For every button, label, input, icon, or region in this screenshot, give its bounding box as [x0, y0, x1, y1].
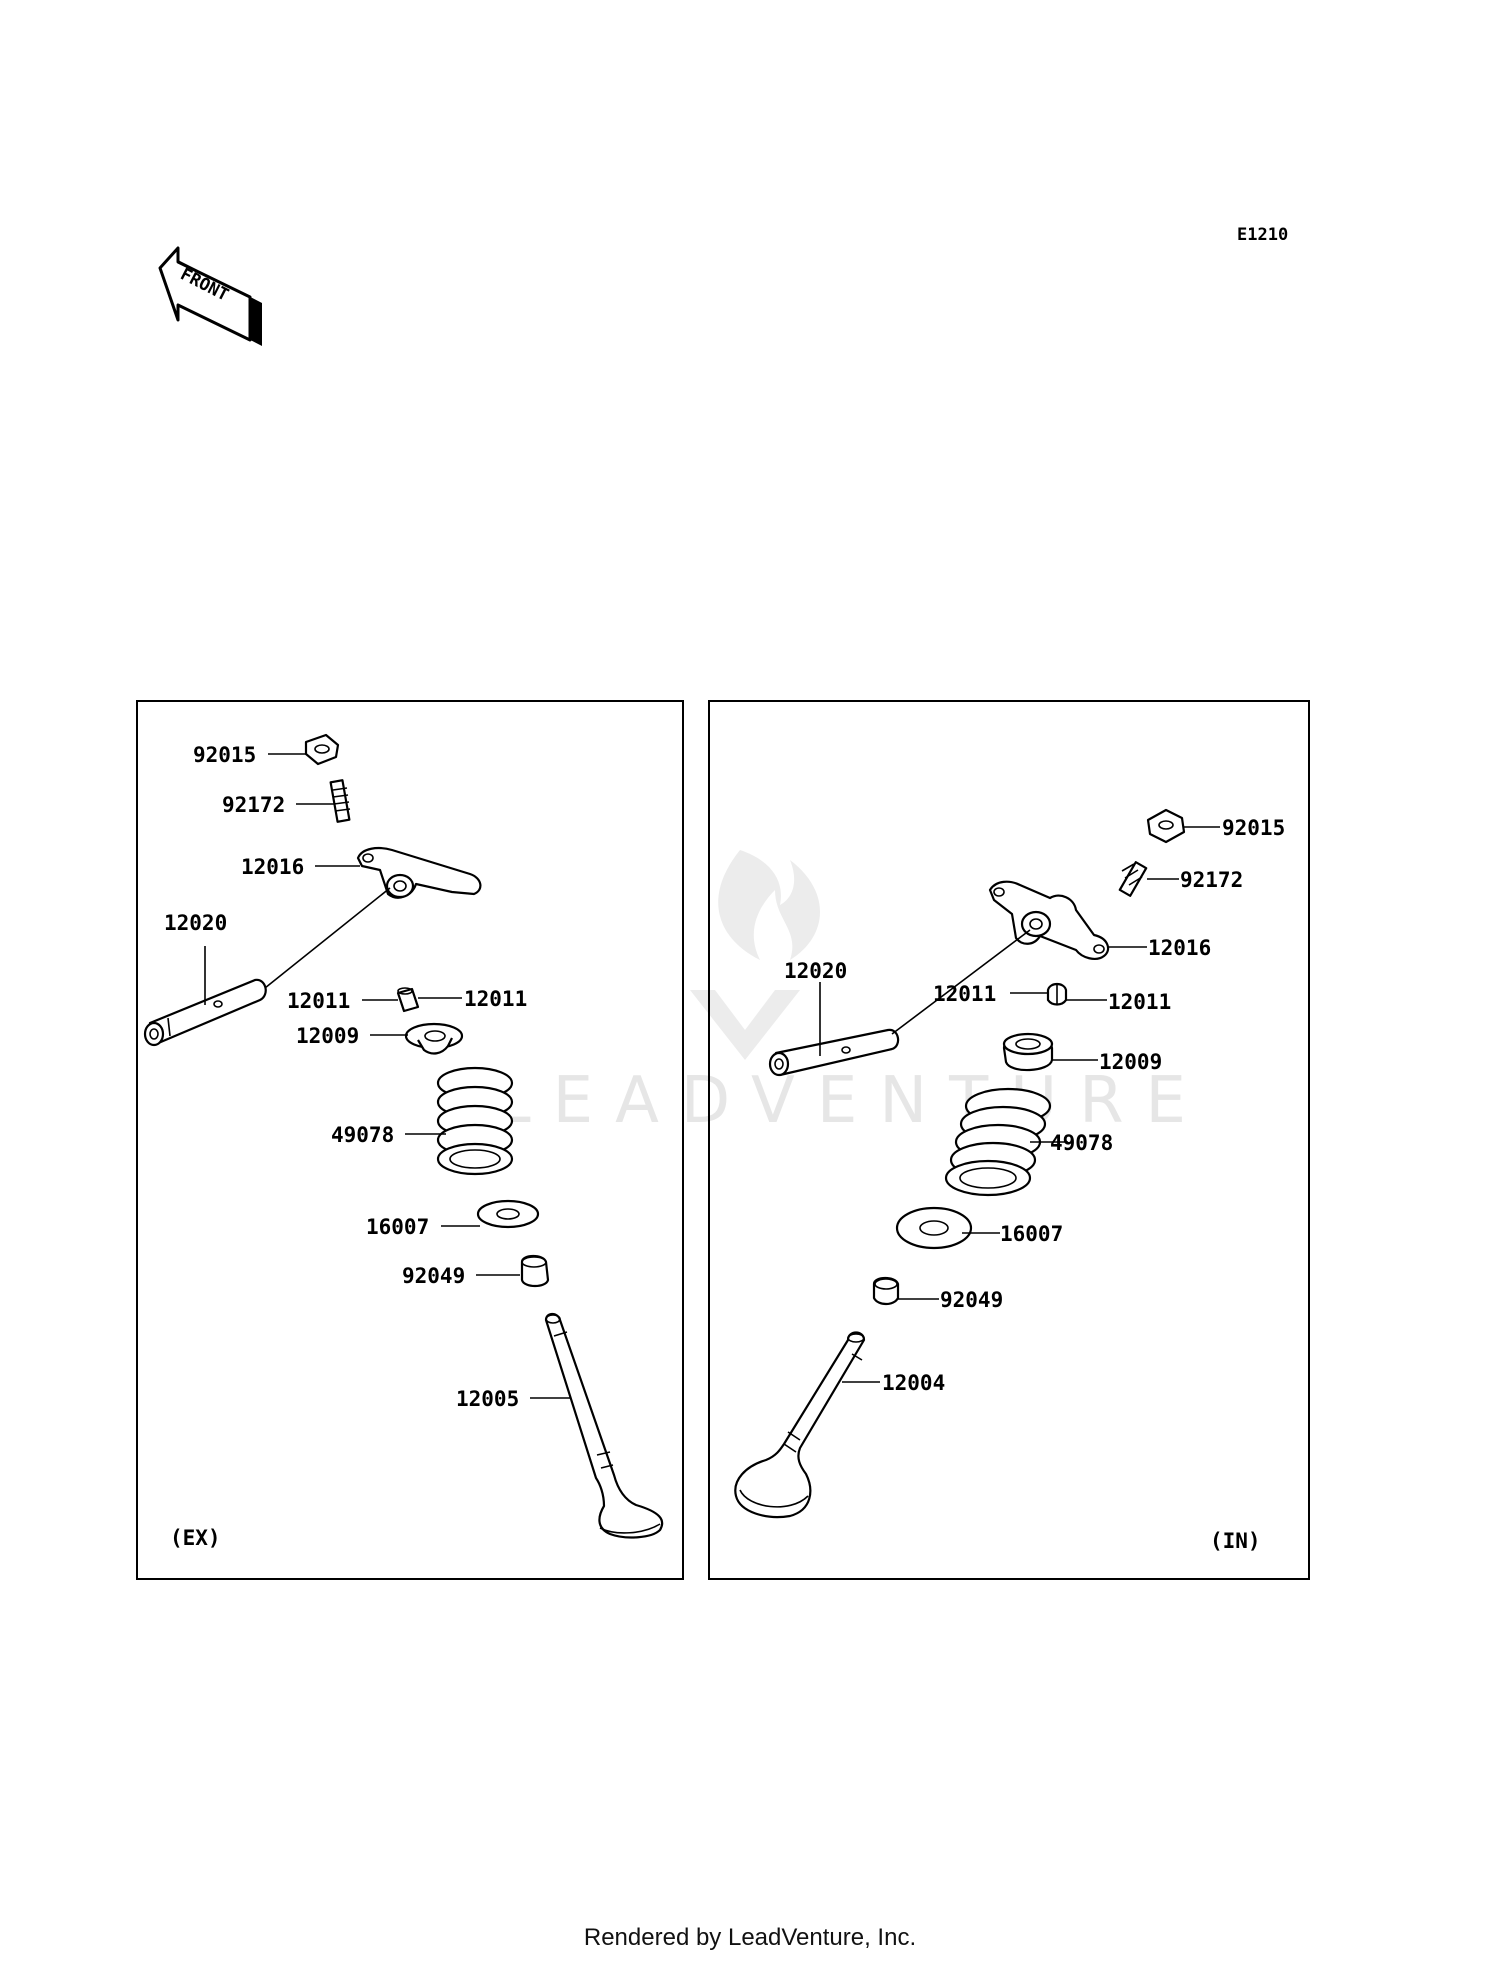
label-12011-left: 12011	[287, 989, 350, 1013]
nut-part[interactable]	[1146, 808, 1186, 844]
spring-seat-part[interactable]	[895, 1206, 973, 1250]
label-49078: 49078	[1050, 1131, 1113, 1155]
exhaust-valve-part[interactable]	[544, 1312, 664, 1539]
watermark: LEADVENTURE	[495, 850, 1208, 1138]
nut-part[interactable]	[304, 733, 340, 766]
adjust-screw-part[interactable]	[1118, 861, 1148, 897]
label-12020: 12020	[164, 911, 227, 935]
label-92049: 92049	[940, 1288, 1003, 1312]
caption-in: (IN)	[1210, 1529, 1261, 1553]
retainer-part[interactable]	[1002, 1032, 1054, 1072]
intake-valve-part[interactable]	[734, 1331, 866, 1519]
label-12009: 12009	[1099, 1050, 1162, 1074]
valve-spring-part[interactable]	[944, 1087, 1052, 1197]
spring-seat-part[interactable]	[476, 1199, 540, 1229]
label-16007: 16007	[1000, 1222, 1063, 1246]
stem-seal-part[interactable]	[872, 1276, 900, 1306]
rocker-arm-part[interactable]	[356, 847, 482, 899]
label-12020: 12020	[784, 959, 847, 983]
label-12011-right: 12011	[464, 987, 527, 1011]
label-92172: 92172	[1180, 868, 1243, 892]
retainer-part[interactable]	[404, 1022, 464, 1055]
label-12011-right: 12011	[1108, 990, 1171, 1014]
panel-exhaust: 92015 92172 12016 12020	[136, 700, 684, 1580]
label-12011-left: 12011	[933, 982, 996, 1006]
label-16007: 16007	[366, 1215, 429, 1239]
label-92015: 92015	[1222, 816, 1285, 840]
rocker-shaft-part[interactable]	[768, 1028, 900, 1077]
panel-intake: 92015 92172 12016 12020	[708, 700, 1310, 1580]
rocker-shaft-part[interactable]	[143, 978, 267, 1047]
stem-seal-part[interactable]	[520, 1254, 550, 1288]
label-12005: 12005	[456, 1387, 519, 1411]
label-92015: 92015	[193, 743, 256, 767]
label-12016: 12016	[241, 855, 304, 879]
collet-part[interactable]	[396, 987, 420, 1013]
adjust-screw-part[interactable]	[329, 779, 351, 823]
label-12009: 12009	[296, 1024, 359, 1048]
label-92049: 92049	[402, 1264, 465, 1288]
caption-ex: (EX)	[170, 1526, 221, 1550]
label-92172: 92172	[222, 793, 285, 817]
front-arrow-icon: FRONT	[158, 246, 262, 346]
diagram-code: E1210	[1237, 225, 1288, 245]
collet-part[interactable]	[1046, 982, 1068, 1006]
valve-spring-part[interactable]	[436, 1066, 514, 1176]
label-12004: 12004	[882, 1371, 945, 1395]
footer-credit: Rendered by LeadVenture, Inc.	[583, 1924, 917, 1951]
label-49078: 49078	[331, 1123, 394, 1147]
watermark-text: LEADVENTURE	[495, 1064, 1208, 1138]
label-12016: 12016	[1148, 936, 1211, 960]
